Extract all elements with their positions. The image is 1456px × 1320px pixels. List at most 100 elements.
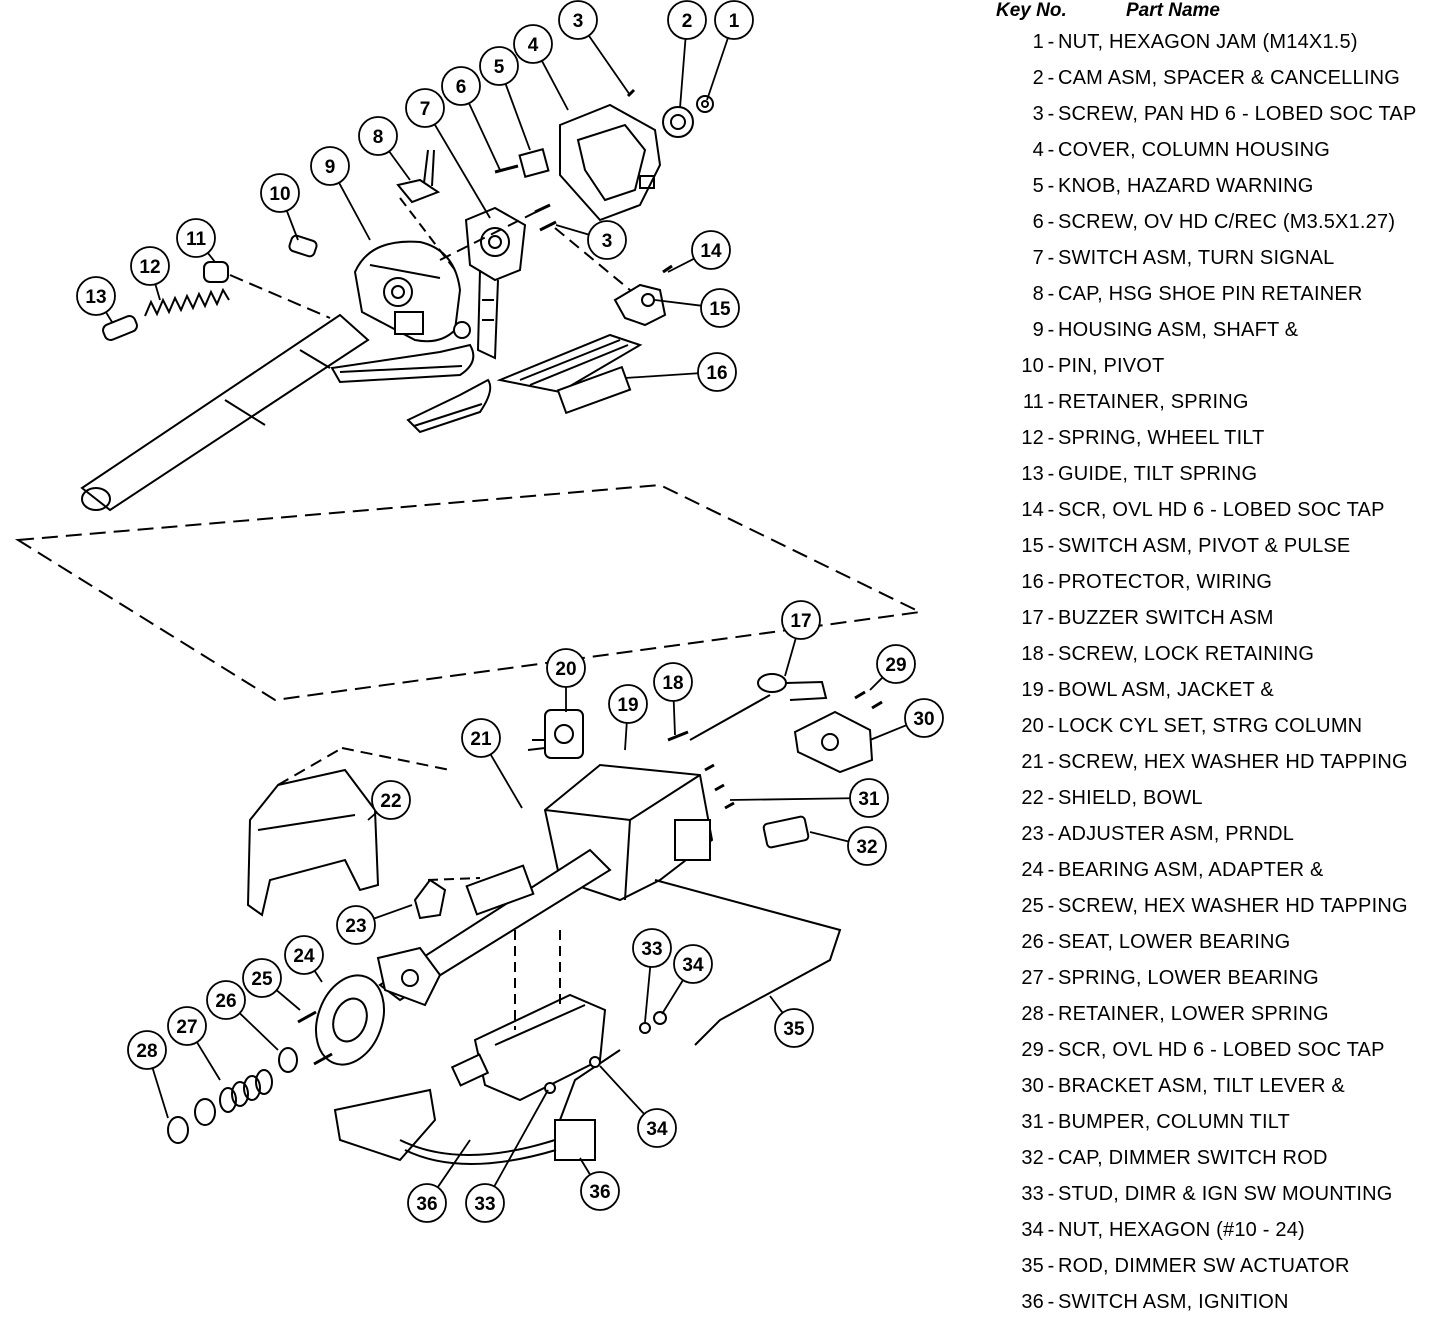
callout-circle <box>714 0 754 40</box>
part-name: SWITCH ASM, TURN SIGNAL <box>1058 247 1335 269</box>
callout-34: 34 <box>599 1065 677 1148</box>
leader-line <box>541 60 569 111</box>
legend-row: 2-CAM ASM, SPACER & CANCELLING <box>1010 60 1400 96</box>
legend-row: 27-SPRING, LOWER BEARING <box>1010 960 1319 996</box>
callout-circle <box>441 66 481 106</box>
callout-label: 33 <box>641 939 662 960</box>
leader-line <box>275 989 301 1011</box>
callout-circle <box>242 958 282 998</box>
callout-31: 31 <box>729 778 889 818</box>
tilt-bumper-part <box>704 763 735 810</box>
part-key-number: 18 <box>1021 643 1044 665</box>
callout-label: 10 <box>269 184 290 205</box>
legend-row: 1-NUT, HEXAGON JAM (M14X1.5) <box>1010 24 1358 60</box>
callout-21: 21 <box>461 718 523 809</box>
callout-label: 25 <box>251 969 273 990</box>
part-key-number: 21 <box>1021 751 1044 773</box>
part-key-number: 20 <box>1021 715 1044 737</box>
callout-label: 5 <box>494 57 505 78</box>
shaft-housing-part <box>353 240 471 343</box>
legend-row: 3-SCREW, PAN HD 6 - LOBED SOC TAP <box>1010 96 1417 132</box>
callout-label: 9 <box>325 157 336 178</box>
legend-row: 10-PIN, PIVOT <box>1010 348 1164 384</box>
separator: - <box>1047 427 1055 449</box>
callout-12: 12 <box>130 246 170 301</box>
separator: - <box>1047 283 1055 305</box>
separator: - <box>1047 1111 1055 1133</box>
callout-label: 36 <box>416 1194 437 1215</box>
callout-label: 7 <box>420 99 431 120</box>
part-name: BRACKET ASM, TILT LEVER & <box>1058 1075 1345 1097</box>
part-key-number: 11 <box>1022 391 1044 413</box>
callout-36: 36 <box>407 1139 471 1223</box>
callout-label: 19 <box>617 695 638 716</box>
part-name: BEARING ASM, ADAPTER & <box>1058 859 1324 881</box>
part-name: SCR, OVL HD 6 - LOBED SOC TAP <box>1058 1039 1385 1061</box>
leader-line <box>667 257 695 273</box>
callout-circle <box>167 1006 207 1046</box>
screw-part <box>297 1010 317 1024</box>
separator: - <box>1047 787 1055 809</box>
leader-line <box>105 311 113 323</box>
callout-circle <box>632 928 672 968</box>
part-key-number: 7 <box>1032 247 1044 269</box>
separator: - <box>1047 967 1055 989</box>
bowl-shield-part <box>246 747 451 917</box>
callout-label: 34 <box>682 955 704 976</box>
separator: - <box>1047 607 1055 629</box>
callout-26: 26 <box>206 980 279 1051</box>
part-key-number: 24 <box>1021 859 1044 881</box>
part-key-number: 6 <box>1032 211 1044 233</box>
separator: - <box>1047 931 1055 953</box>
legend-row: 24-BEARING ASM, ADAPTER & <box>1010 852 1324 888</box>
wiring-harness-part <box>330 333 643 434</box>
callout-label: 20 <box>555 659 576 680</box>
callout-circle <box>407 1183 447 1223</box>
leader-line <box>555 224 590 236</box>
leader-line <box>338 182 371 241</box>
upper-assembly <box>80 88 714 512</box>
part-name: SCR, OVL HD 6 - LOBED SOC TAP <box>1058 499 1385 521</box>
legend-row: 11-RETAINER, SPRING <box>1010 384 1249 420</box>
callout-circle <box>587 220 627 260</box>
legend-row: 8-CAP, HSG SHOE PIN RETAINER <box>1010 276 1363 312</box>
separator: - <box>1047 823 1055 845</box>
callout-label: 14 <box>700 241 722 262</box>
callout-circle <box>284 935 324 975</box>
leader-line <box>388 150 411 181</box>
separator: - <box>1047 355 1055 377</box>
separator: - <box>1047 1183 1055 1205</box>
separator: - <box>1047 499 1055 521</box>
part-name: BUZZER SWITCH ASM <box>1058 607 1274 629</box>
part-name: SCREW, PAN HD 6 - LOBED SOC TAP <box>1058 103 1417 125</box>
callout-label: 16 <box>706 363 727 384</box>
spring-retainer-part <box>194 1098 216 1126</box>
leader-line <box>644 966 652 1023</box>
leader-line <box>489 753 523 809</box>
callout-29: 29 <box>869 644 916 691</box>
callout-label: 32 <box>856 837 877 858</box>
callout-8: 8 <box>358 116 411 181</box>
part-key-number: 3 <box>1032 103 1044 125</box>
part-name: CAM ASM, SPACER & CANCELLING <box>1058 67 1400 89</box>
callout-circle <box>176 218 216 258</box>
dimmer-rod-cap-part <box>762 815 810 849</box>
separator: - <box>1047 535 1055 557</box>
separator: - <box>1047 1255 1055 1277</box>
callout-label: 29 <box>885 655 906 676</box>
leader-line <box>588 35 631 96</box>
callout-circle <box>774 1008 814 1048</box>
separator: - <box>1047 319 1055 341</box>
part-key-number: 5 <box>1032 175 1044 197</box>
part-key-number: 25 <box>1021 895 1044 917</box>
part-name: RETAINER, SPRING <box>1058 391 1249 413</box>
stud-part <box>639 1022 651 1034</box>
legend-row: 32-CAP, DIMMER SWITCH ROD <box>1010 1140 1328 1176</box>
callout-label: 13 <box>85 287 106 308</box>
part-name: KNOB, HAZARD WARNING <box>1058 175 1314 197</box>
callout-label: 30 <box>913 709 934 730</box>
separator: - <box>1047 1291 1055 1313</box>
callout-circle <box>637 1108 677 1148</box>
part-name: NUT, HEXAGON JAM (M14X1.5) <box>1058 31 1358 53</box>
callout-circle <box>127 1030 167 1070</box>
